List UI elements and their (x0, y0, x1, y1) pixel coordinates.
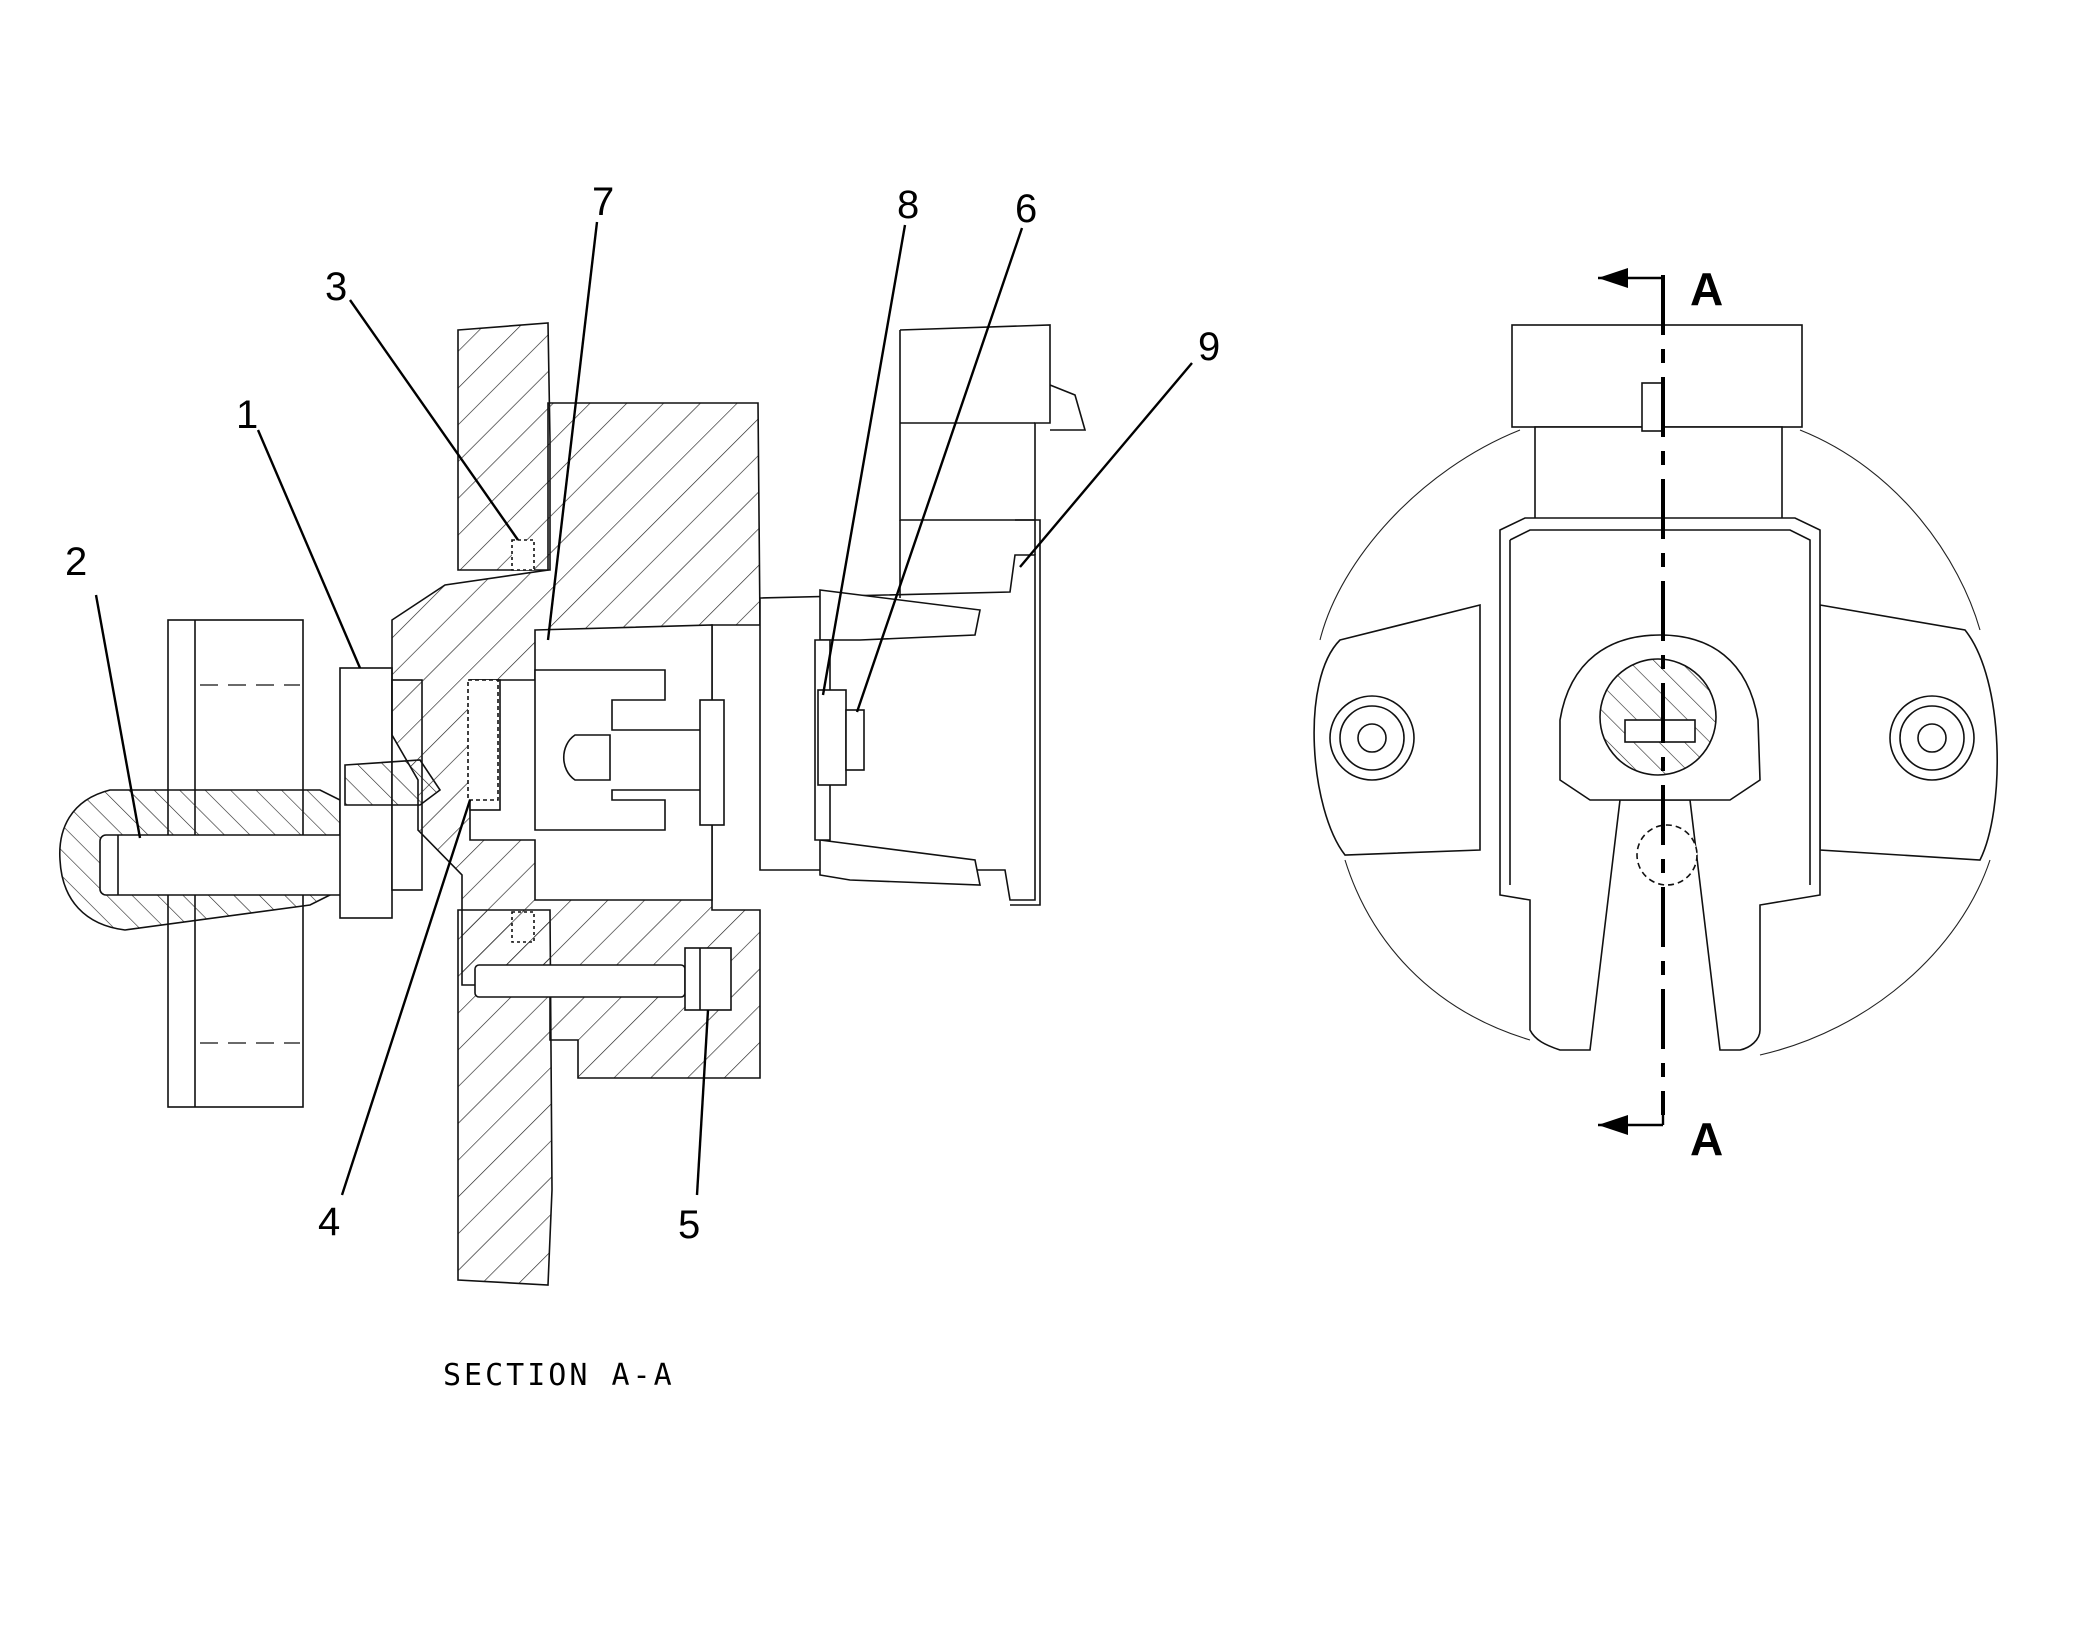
callout-4: 4 (318, 1200, 340, 1244)
callout-9: 9 (1198, 325, 1220, 369)
callout-6: 6 (1015, 187, 1037, 231)
callout-labels: 1 2 3 7 4 5 8 6 9 (65, 180, 1220, 1247)
section-mark-top: A (1690, 263, 1723, 315)
section-view: 1 2 3 7 4 5 8 6 9 SECTION A-A (59, 180, 1220, 1393)
front-view: A A (1313, 263, 1999, 1165)
callout-1: 1 (236, 393, 258, 437)
handle-loop (59, 789, 376, 931)
callout-2: 2 (65, 540, 87, 584)
section-caption: SECTION A-A (443, 1358, 675, 1393)
callout-8: 8 (897, 183, 919, 227)
callout-7: 7 (592, 180, 614, 224)
right-housing (759, 324, 1087, 906)
callout-3: 3 (325, 265, 347, 309)
callout-5: 5 (678, 1203, 700, 1247)
coupling (534, 669, 725, 831)
section-mark-bottom: A (1690, 1113, 1723, 1165)
bolt (474, 947, 732, 1011)
leader-lines (94, 221, 1193, 1196)
